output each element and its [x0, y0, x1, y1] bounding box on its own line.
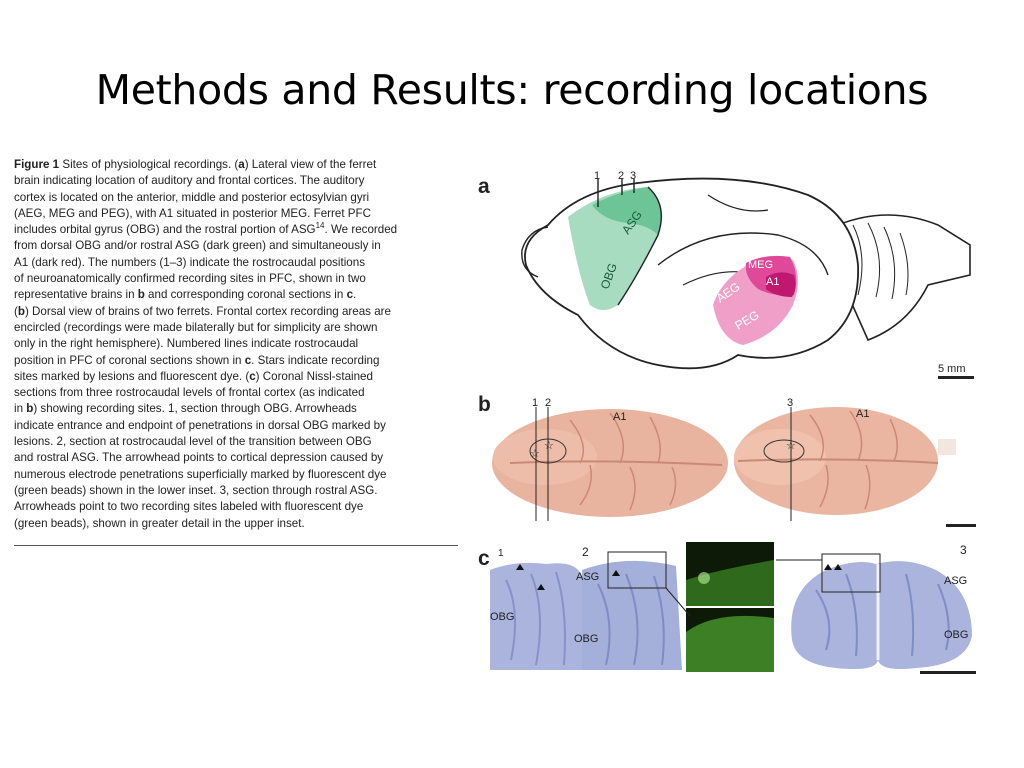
- coronal-section-1: [490, 562, 582, 670]
- caption-line: sites marked by lesions and fluorescent …: [14, 369, 373, 383]
- svg-text:☆: ☆: [530, 448, 540, 460]
- caption-divider: [14, 545, 458, 546]
- caption-line: A1 (dark red). The numbers (1–3) indicat…: [14, 255, 365, 269]
- sulcus-2: [657, 232, 829, 276]
- label-meg: MEG: [748, 259, 773, 271]
- caption-line: (AEG, MEG and PEG), with A1 situated in …: [14, 206, 371, 220]
- inset-arrow-lower: [665, 587, 691, 617]
- caption-line: from dorsal OBG and/or rostral ASG (dark…: [14, 239, 381, 253]
- dorsal-brain-left: ☆ ☆: [492, 407, 728, 521]
- coronal-section-2: [582, 551, 682, 670]
- cortex-outline: [524, 177, 859, 370]
- line-label-3: 3: [630, 170, 636, 182]
- dorsal-brain-right: ☆: [734, 407, 976, 527]
- b-left-line-2: 2: [545, 397, 551, 409]
- caption-line: indicate entrance and endpoint of penetr…: [14, 418, 386, 432]
- c-scale-bar: [920, 671, 976, 674]
- caption-line: of neuroanatomically confirmed recording…: [14, 272, 366, 286]
- c-label-asg-2: ASG: [576, 571, 599, 583]
- b-left-line-1: 1: [532, 397, 538, 409]
- caption-line: cortex is located on the anterior, middl…: [14, 190, 370, 204]
- cerebellum-folia: [852, 222, 909, 300]
- dorsal-brains-photo: ☆ ☆ 1 2 A1 ☆ 3 A1: [492, 397, 976, 527]
- fluorescent-inset-upper: [686, 542, 774, 606]
- svg-text:☆: ☆: [544, 440, 554, 452]
- b-right-a1: A1: [856, 408, 869, 420]
- auditory-region-a1: [766, 272, 796, 297]
- line-label-2: 2: [618, 170, 624, 182]
- c-section-2: 2: [582, 545, 589, 559]
- caption-line: position in PFC of coronal sections show…: [14, 353, 380, 367]
- caption-line: (green beads) shown in the lower inset. …: [14, 483, 378, 497]
- caption-line: includes orbital gyrus (OBG) and the ros…: [14, 221, 398, 237]
- fluorescent-inset-lower: [686, 608, 774, 672]
- scale-bar-label: 5 mm: [938, 363, 966, 375]
- caption-line: in b) showing recording sites. 1, sectio…: [14, 402, 357, 416]
- caption-line: only in the right hemisphere). Numbered …: [14, 337, 359, 351]
- coronal-section-3: [791, 553, 972, 669]
- caption-line: and rostral ASG. The arrowhead points to…: [14, 451, 384, 465]
- caption-line: representative brains in b and correspon…: [14, 288, 357, 302]
- slide-title: Methods and Results: recording locations: [95, 66, 929, 114]
- panel-a-letter: a: [478, 175, 490, 198]
- line-label-1: 1: [594, 170, 600, 182]
- caption-line: numerous electrode penetrations superfic…: [14, 467, 387, 481]
- coronal-sections-photo: 1 2 3 OBG ASG OBG ASG OBG: [490, 542, 976, 674]
- c-section-3: 3: [960, 543, 967, 557]
- caption-line: sections from three rostrocaudal levels …: [14, 386, 365, 400]
- caption-line: Figure 1 Sites of physiological recordin…: [14, 158, 377, 171]
- label-a1: A1: [766, 276, 779, 288]
- sulcus-4: [707, 194, 769, 212]
- c-label-obg-3: OBG: [944, 629, 968, 641]
- scale-bar: [938, 376, 974, 379]
- caption-line: (green beads), shown in greater detail i…: [14, 516, 305, 530]
- caption-line: Arrowheads point to two recording sites …: [14, 500, 364, 514]
- frontal-area-dark: [592, 187, 662, 235]
- caption-line: lesions. 2, section at rostrocaudal leve…: [14, 435, 372, 449]
- olfactory-bulb: [521, 226, 549, 278]
- c-section-1: 1: [498, 548, 504, 559]
- figure-caption: Figure 1 Sites of physiological recordin…: [14, 157, 458, 532]
- sulcus-1: [617, 186, 662, 306]
- panel-c-letter: c: [478, 547, 490, 570]
- brainstem-outline: [837, 214, 971, 342]
- b-right-line-3: 3: [787, 397, 793, 409]
- caption-line: brain indicating location of auditory an…: [14, 174, 365, 188]
- c-label-asg-3: ASG: [944, 575, 967, 587]
- c-label-obg-2: OBG: [574, 633, 598, 645]
- c-label-obg-1: OBG: [490, 611, 514, 623]
- lateral-brain-diagram: 1 2 3 ASG OBG MEG A1 AEG PEG 5 mm: [521, 170, 974, 379]
- caption-line: encircled (recordings were made bilatera…: [14, 320, 378, 334]
- caption-line: (b) Dorsal view of brains of two ferrets…: [14, 304, 391, 318]
- b-left-a1: A1: [613, 411, 626, 423]
- panel-b-letter: b: [478, 393, 491, 416]
